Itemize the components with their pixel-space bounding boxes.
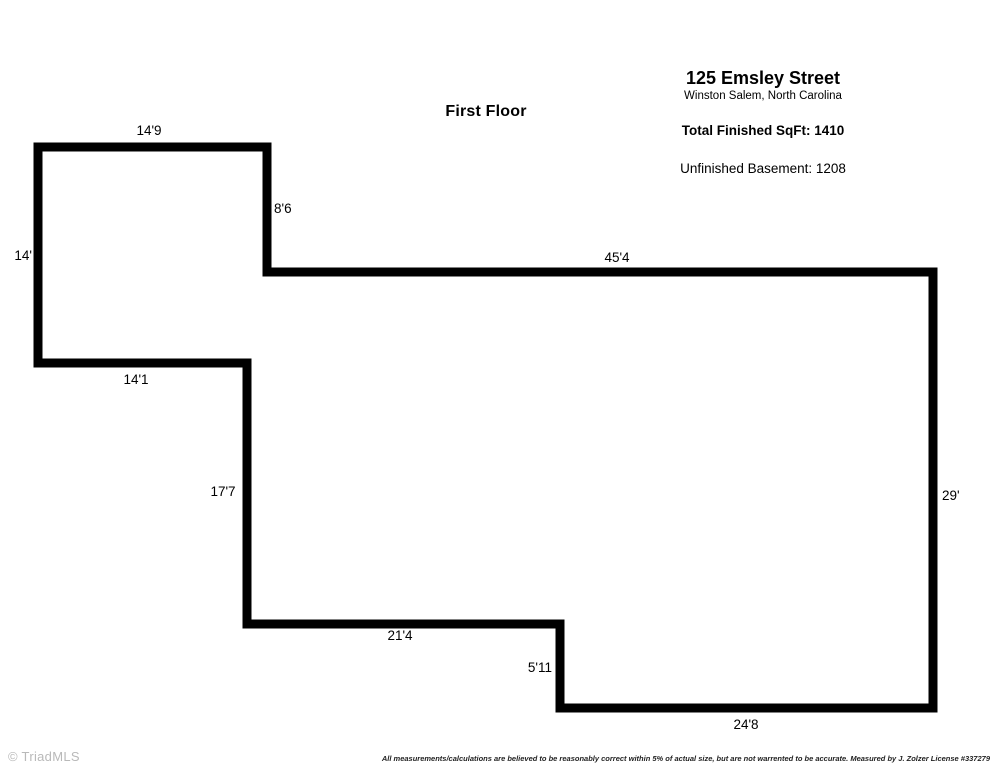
- unfinished-basement: Unfinished Basement: 1208: [680, 161, 846, 176]
- triadmls-watermark: © TriadMLS: [8, 749, 80, 764]
- dimension-label-bottom: 24'8: [733, 717, 759, 732]
- floor-plan-walls: [33, 142, 938, 713]
- dimension-label-middle-vertical: 17'7: [210, 484, 236, 499]
- property-header: 125 Emsley Street Winston Salem, North C…: [680, 68, 846, 176]
- dimension-label-upper-left-top: 14'9: [136, 123, 162, 138]
- total-finished-sqft: Total Finished SqFt: 1410: [681, 123, 845, 138]
- dimension-label-right: 29': [942, 488, 960, 503]
- dimension-label-upper-step-vertical: 8'6: [274, 201, 292, 216]
- dimension-label-lower-step-vertical: 5'11: [527, 660, 552, 675]
- dimension-label-main-top: 45'4: [604, 250, 630, 265]
- plan-title: First Floor: [445, 103, 527, 120]
- property-city-state: Winston Salem, North Carolina: [684, 90, 842, 102]
- dimension-label-left: 14': [14, 248, 32, 263]
- disclaimer-text: All measurements/calculations are believ…: [381, 754, 990, 763]
- property-address: 125 Emsley Street: [685, 68, 841, 88]
- dimension-label-left-step-bottom: 14'1: [123, 372, 149, 387]
- dimension-label-lower-step-bottom: 21'4: [387, 628, 413, 643]
